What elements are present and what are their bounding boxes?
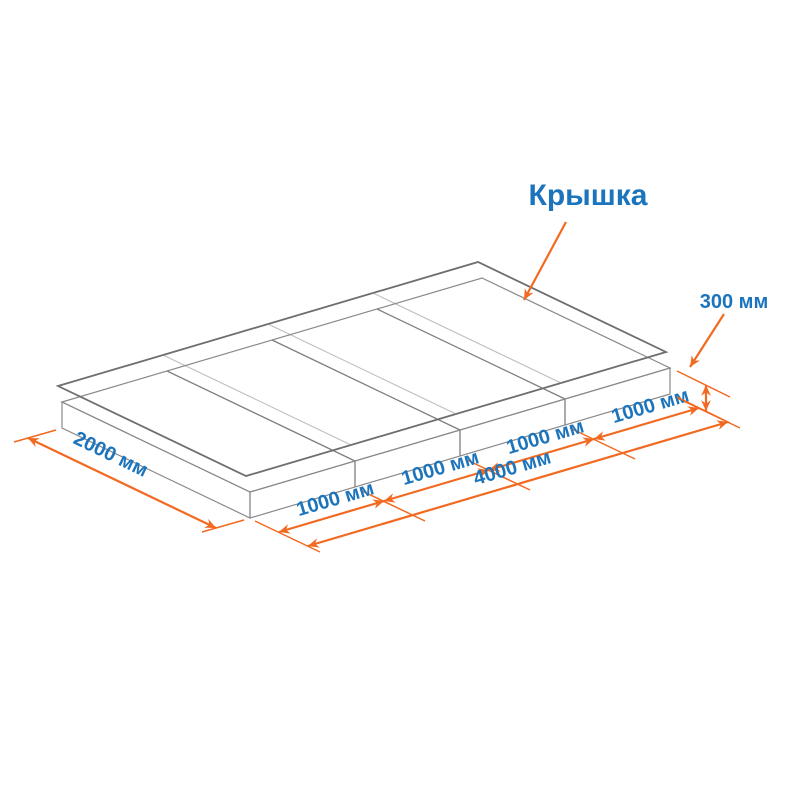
height-leader-arrow: [689, 313, 725, 368]
extension-line: [201, 519, 245, 533]
dimension-line-width: [27, 437, 217, 529]
dimension-length: 1000 мм 1000 мм 1000 мм 1000 мм 4000 мм: [254, 384, 741, 553]
lid-label: Крышка: [529, 179, 648, 212]
lid-leader-arrow: [523, 221, 567, 301]
dimension-line-total-length: [307, 420, 729, 548]
extension-line: [254, 520, 321, 553]
width-dimension-label: 2000 мм: [70, 427, 151, 481]
height-dimension-label: 300 мм: [700, 291, 769, 313]
lid-callout: Крышка: [523, 179, 648, 301]
dimension-height: 300 мм: [676, 291, 769, 424]
mattress-side-right-mesh: [249, 367, 671, 519]
extension-line: [676, 370, 731, 398]
extension-line: [676, 396, 731, 424]
mattress-side-left-mesh: [61, 401, 251, 519]
dimension-width: 2000 мм: [13, 427, 245, 533]
extension-line: [13, 429, 57, 443]
